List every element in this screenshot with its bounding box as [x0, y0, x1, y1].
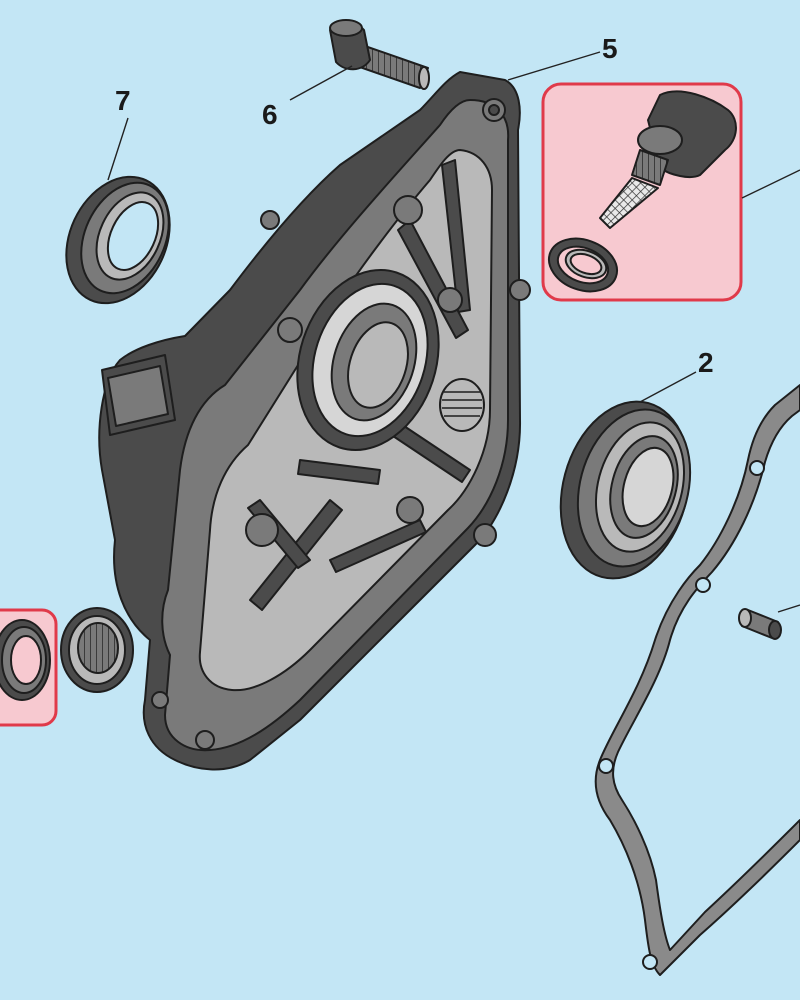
leader-dowel	[777, 604, 800, 613]
leader-dipstick	[741, 169, 800, 199]
callout-label-5: 5	[602, 33, 618, 64]
crankcase-cover-icon	[60, 71, 531, 771]
ball-bearing-icon	[559, 400, 692, 580]
bolt-icon	[329, 19, 430, 90]
dipstick-plug-icon	[548, 90, 737, 293]
callout-label-7: 7	[115, 85, 131, 116]
callout-2: 2	[639, 347, 714, 403]
callout-7: 7	[107, 85, 131, 181]
callout-label-2: 2	[698, 347, 714, 378]
gasket-icon	[594, 384, 800, 976]
callout-label-6: 6	[262, 99, 278, 130]
oil-seal-icon	[65, 175, 171, 305]
callout-5: 5	[507, 33, 618, 81]
dowel-pin-icon	[738, 608, 782, 640]
washer-icon	[0, 619, 51, 701]
callout-6: 6	[262, 65, 353, 130]
